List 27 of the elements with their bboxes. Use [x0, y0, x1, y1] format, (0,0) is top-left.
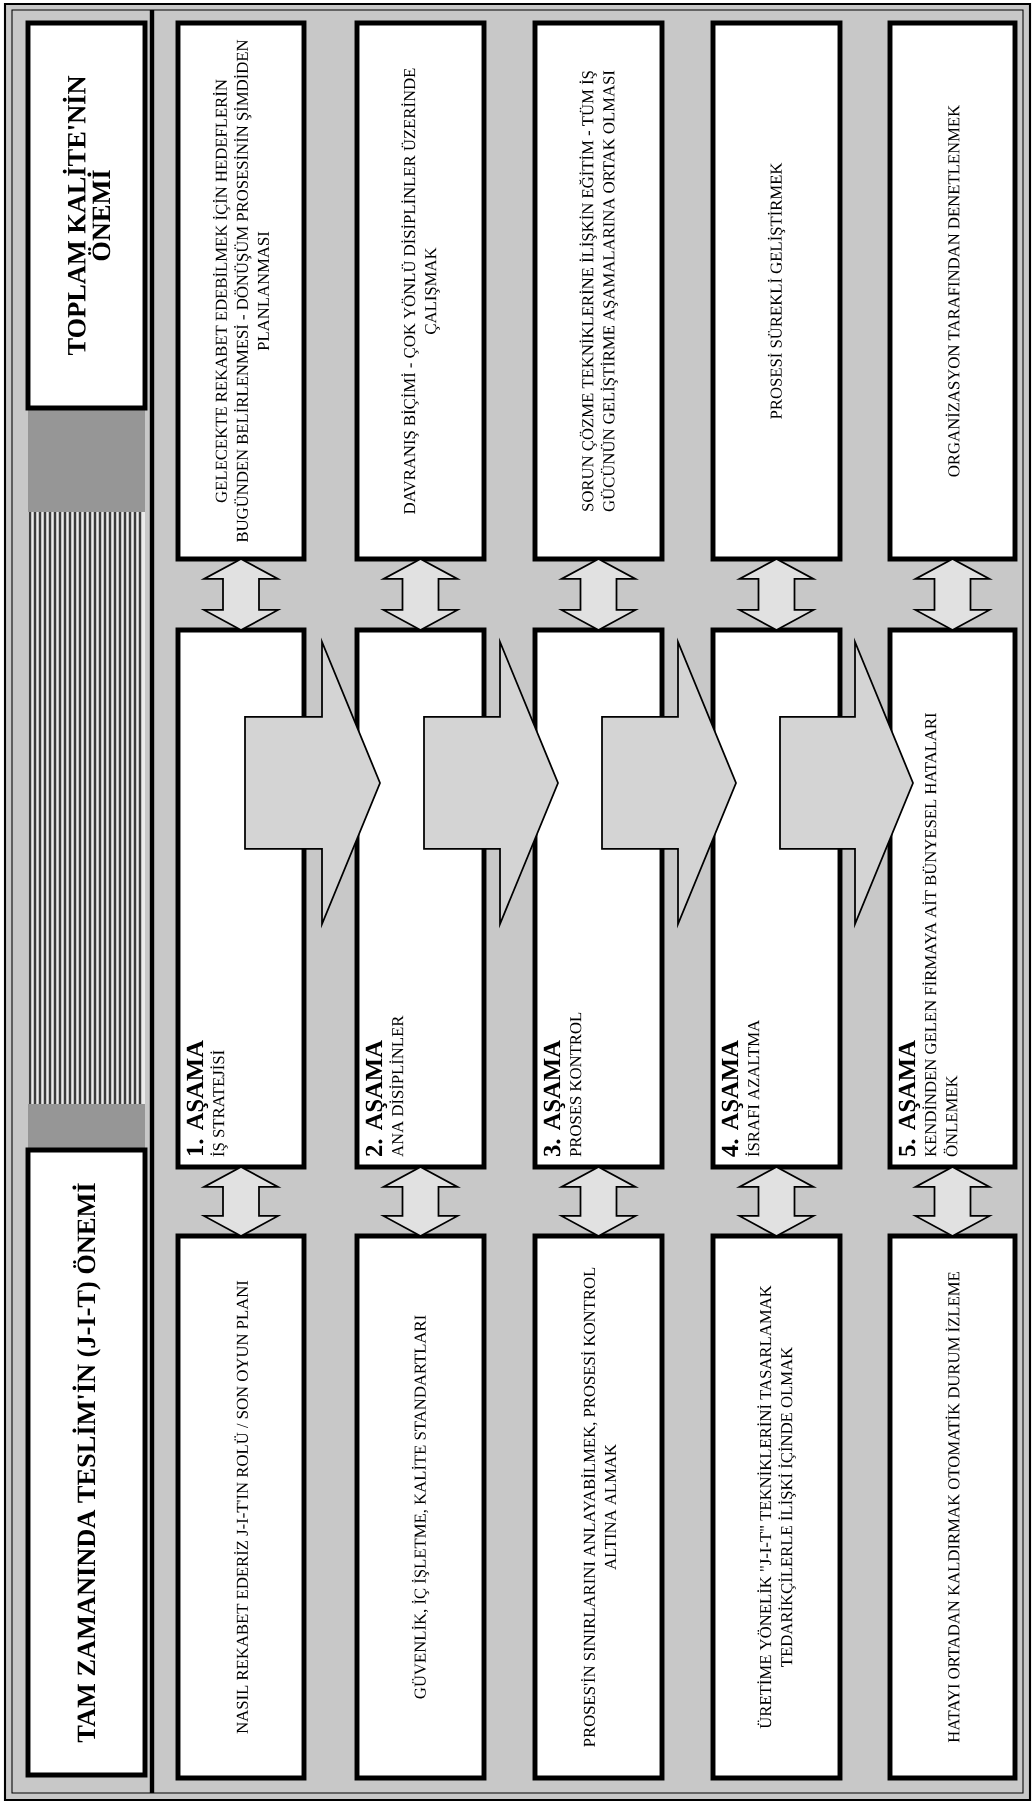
text-box: ORGANİZASYON TARAFINDAN DENETLENMEK	[887, 20, 1018, 562]
text-box: DAVRANIŞ BİÇİMİ - ÇOK YÖNLÜ DİSİPLİNLER ÜZERİNDE ÇALIŞMAK	[354, 20, 487, 562]
block-arrow	[779, 637, 914, 929]
text-box: GELECEKTE REKABET EDEBİLMEK İÇİN HEDEFLERİN BUGÜNDEN BELİRLENMESİ - DÖNÜŞÜM PROSESİNİN ŞİMDİDEN PLANLANMASI	[175, 20, 307, 562]
heading-box: TOPLAM KALİTE'NİN ÖNEMİ	[25, 20, 148, 411]
double-arrow	[912, 1166, 993, 1237]
block-arrow	[601, 637, 737, 929]
double-arrow	[380, 1166, 461, 1237]
block-arrow	[244, 637, 381, 929]
text-box: HATAYI ORTADAN KALDIRMAK OTOMATİK DURUM İZLEME	[887, 1233, 1018, 1781]
text-box: PROSESİ SÜREKLİ GELİŞTİRMEK	[710, 20, 843, 562]
double-arrow	[200, 558, 282, 631]
stage-box: 5. AŞAMA KENDİNDEN GELEN FİRMAYA AİT BÜNYESEL HATALARI ÖNLEMEK	[887, 627, 1018, 1170]
text-box: ÜRETİME YÖNELİK "J-I-T" TEKNİKLERİNİ TASARLAMAK TEDARİKÇİLERLE İLİŞKİ İÇİNDE OLMAK	[710, 1233, 843, 1781]
double-arrow	[200, 1166, 282, 1237]
text-box: GÜVENLİK, İÇ İŞLETME, KALİTE STANDARTLARI	[354, 1233, 487, 1781]
double-arrow	[736, 1166, 817, 1237]
block-arrow	[423, 637, 559, 929]
double-arrow	[912, 558, 993, 631]
text-box: PROSES'İN SINIRLARINI ANLAYABİLMEK, PROSESİ KONTROL ALTINA ALMAK	[532, 1233, 665, 1781]
text-box: SORUN ÇÖZME TEKNİKLERİNE İLİŞKİN EĞİTİM - TÜM İŞ GÜCÜNÜN GELİŞTİRME AŞAMALARINA ORTAK OLMASI	[532, 20, 665, 562]
double-arrow	[558, 1166, 639, 1237]
double-arrow	[736, 558, 817, 631]
heading-box: TAM ZAMANINDA TESLİM'İN (J-I-T) ÖNEMİ	[25, 1147, 148, 1778]
double-arrow	[380, 558, 461, 631]
double-arrow	[558, 558, 639, 631]
text-box: NASIL REKABET EDERİZ J-I-T'IN ROLÜ / SON OYUN PLANI	[175, 1233, 307, 1781]
